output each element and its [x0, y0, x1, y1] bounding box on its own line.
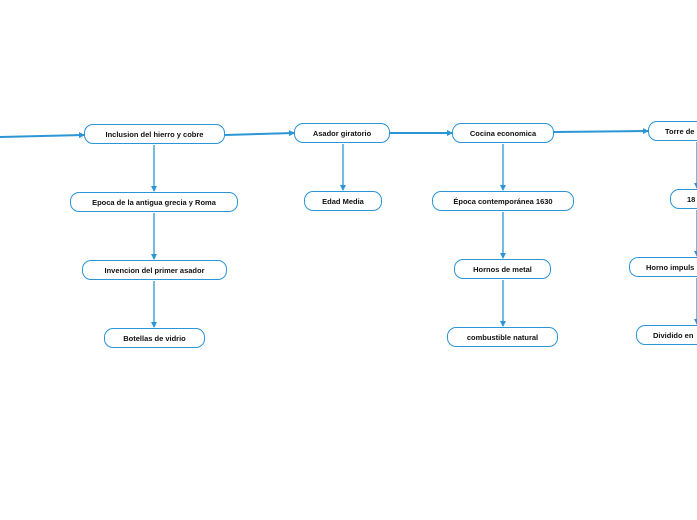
node-combustible-natural[interactable]: combustible natural	[447, 327, 558, 347]
node-asador-giratorio[interactable]: Asador giratorio	[294, 123, 390, 143]
node-dividido-en[interactable]: Dividido en	[636, 325, 697, 345]
node-epoca-contemporanea-1630[interactable]: Época contemporánea 1630	[432, 191, 574, 211]
node-torre[interactable]: Torre de	[648, 121, 697, 141]
node-horno-impuls[interactable]: Horno impuls	[629, 257, 697, 277]
node-botellas-vidrio[interactable]: Botellas de vidrio	[104, 328, 205, 348]
node-cocina-economica[interactable]: Cocina economica	[452, 123, 554, 143]
node-hornos-metal[interactable]: Hornos de metal	[454, 259, 551, 279]
connector-main-0	[0, 132, 85, 139]
connector-main-1	[224, 130, 295, 137]
node-epoca-grecia-roma[interactable]: Epoca de la antigua grecia y Roma	[70, 192, 238, 212]
node-invencion-primer-asador[interactable]: Invencion del primer asador	[82, 260, 227, 280]
node-edad-media[interactable]: Edad Media	[304, 191, 382, 211]
node-18[interactable]: 18	[670, 189, 697, 209]
node-inclusion-hierro-cobre[interactable]: Inclusion del hierro y cobre	[84, 124, 225, 144]
connector-main-3	[553, 128, 649, 135]
